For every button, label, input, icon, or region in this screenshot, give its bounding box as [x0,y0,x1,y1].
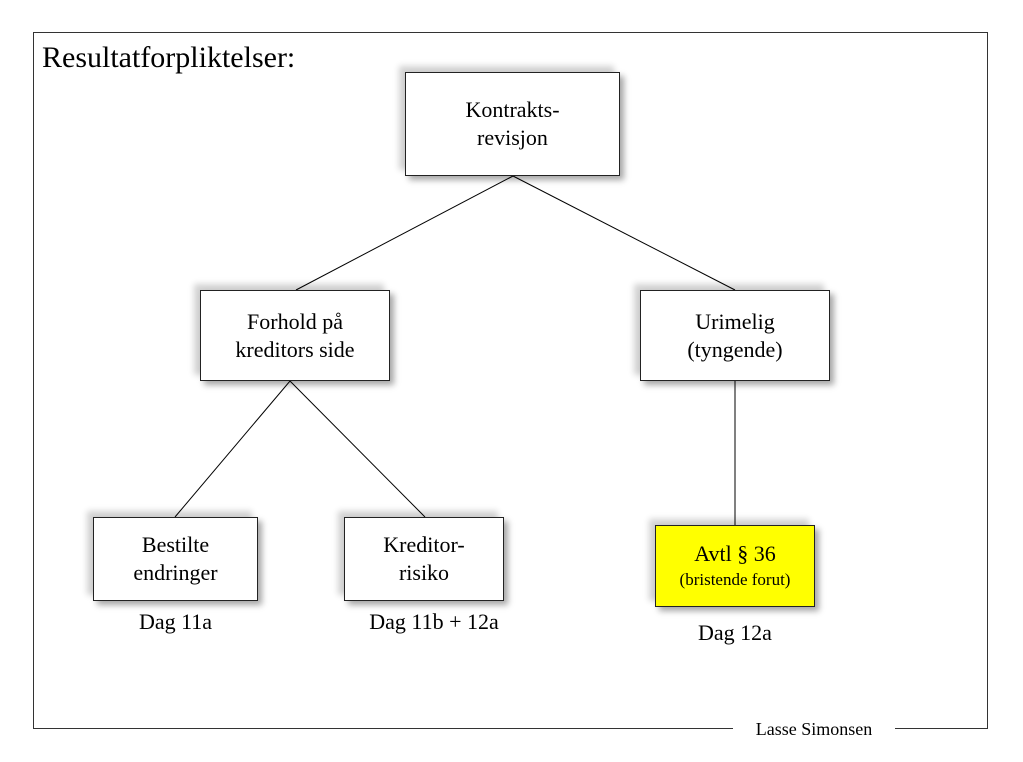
author-name: Lasse Simonsen [733,718,895,740]
node-avtl-36: Avtl § 36 (bristende forut) [655,525,815,607]
node-label-line2: risiko [398,560,450,585]
node-label-line1: Kontrakts- [465,97,560,122]
slide-frame [33,32,988,729]
node-label-line1: Forhold på [247,308,343,334]
node-label-line2: endringer [133,560,218,585]
node-label-line1: Bestilte [141,532,210,557]
node-kontraktsrevisjon: Kontrakts- revisjon [405,72,620,176]
caption-dag-11a: Dag 11a [138,609,213,634]
node-label-line2: (bristende forut) [679,570,791,589]
node-label-line1: Avtl § 36 [694,541,776,566]
caption-dag-12a: Dag 12a [698,620,772,645]
node-label-line1: Urimelig [695,308,775,334]
edge-root-left [295,175,514,291]
edge-left-leftleft [174,380,291,518]
node-bestilte-endringer: Bestilte endringer [93,517,258,601]
caption-dag-11b-12a: Dag 11b + 12a [369,609,499,634]
edge-root-right [512,175,736,291]
node-label-line2: kreditors side [235,336,355,362]
node-label-line1: Kreditor- [383,532,465,557]
edge-left-leftright [289,380,426,518]
node-urimelig: Urimelig (tyngende) [640,290,830,381]
node-kreditorrisiko: Kreditor- risiko [344,517,504,601]
slide-title: Resultatforpliktelser: [42,41,296,74]
node-label-line2: revisjon [477,125,548,150]
node-forhold-kreditors-side: Forhold på kreditors side [200,290,390,381]
node-label-line2: (tyngende) [687,336,783,362]
